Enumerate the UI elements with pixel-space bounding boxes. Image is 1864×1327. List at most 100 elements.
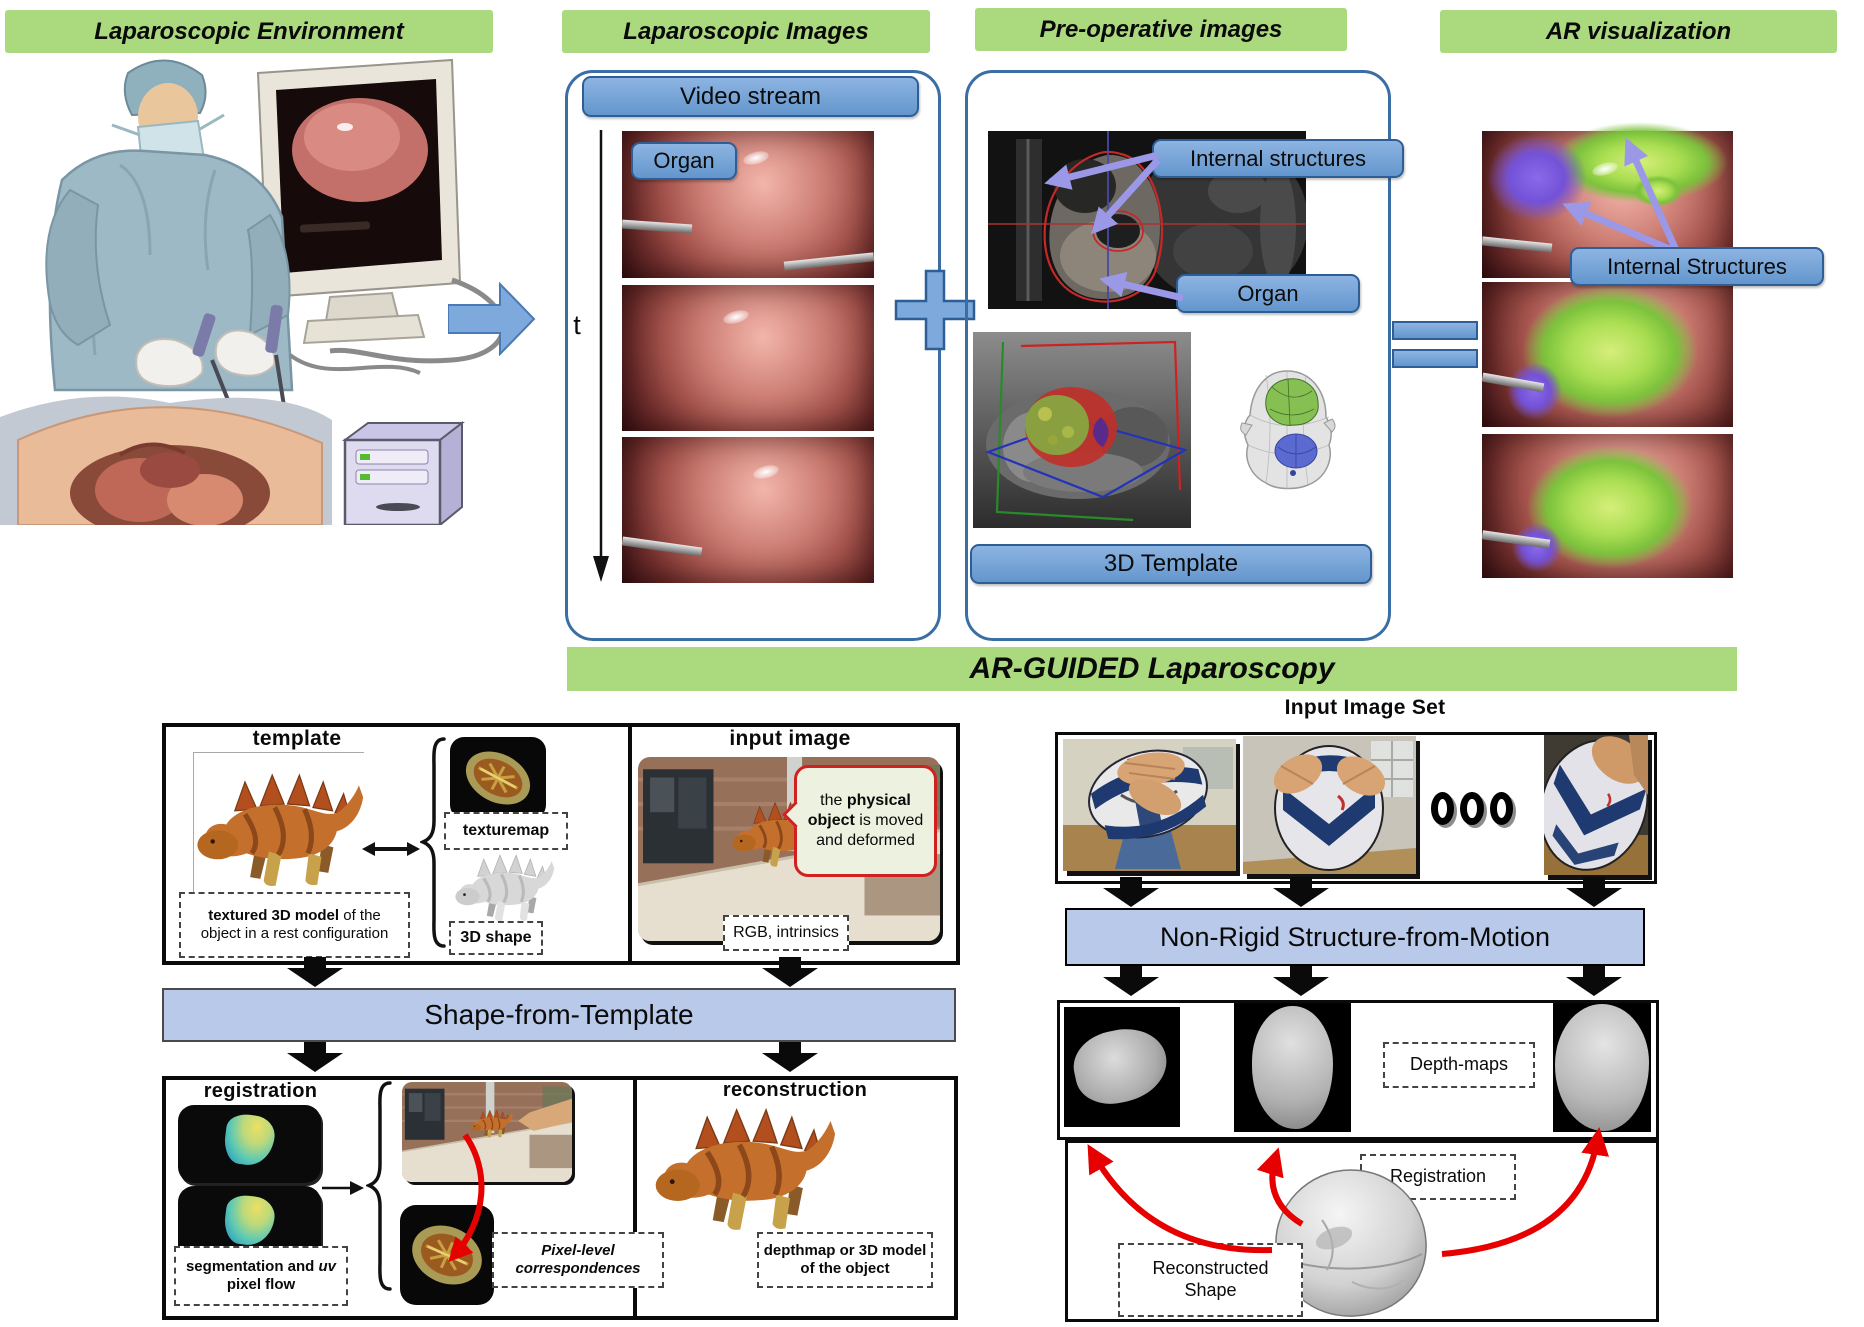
depth-maps-label-text: Depth-maps [1409,1054,1509,1075]
shape-3d-image [453,853,556,923]
nrsfm-banner-text: Non-Rigid Structure-from-Motion [1159,921,1551,952]
textured-model-note-bold: textured 3D model [208,907,340,924]
plus-operator-icon [894,269,976,351]
texturemap-label-text: texturemap [462,822,550,840]
template-3d-label-text: 3D Template [1103,550,1239,577]
depth-map-1 [1064,1007,1180,1127]
time-axis-label: t [566,310,588,341]
segmentation-note: segmentation and uv pixel flow [174,1246,348,1306]
registration-photo [402,1082,572,1182]
textured-model-note-rest: of the object in a rest configuration [200,907,389,942]
shape-from-template-banner-text: Shape-from-Template [424,999,694,1030]
video-stream-panel [565,70,941,641]
speech-bubble-post: is moved and deformed [816,812,924,849]
speech-bubble-bold: physical object [807,792,911,829]
speech-bubble: the physical object is moved and deforme… [794,765,937,877]
time-axis-arrow-icon [593,130,609,582]
ball-image-2 [1243,736,1416,874]
input-image-set-title-text: Input Image Set [1284,696,1446,719]
textured-model-note: textured 3D model of the object in a res… [179,892,410,958]
header-laparoscopic-environment: Laparoscopic Environment [5,10,493,53]
internal-structures-label-preop-text: Internal structures [1189,145,1367,171]
nrsfm-banner: Non-Rigid Structure-from-Motion [1065,908,1645,966]
input-image-set-title: Input Image Set [1245,695,1485,721]
brace-icon [366,1081,392,1291]
template-3d-label: 3D Template [970,544,1372,584]
down-arrow-icon [1273,966,1329,996]
speech-bubble-text: the physical object is moved and deforme… [799,791,932,851]
organ-label-preop: Organ [1176,274,1360,313]
ar-frame-2 [1481,282,1733,427]
video-stream-label-text: Video stream [680,82,821,110]
registration-texturemap-image [400,1205,494,1305]
header-laparoscopic-environment-label: Laparoscopic Environment [94,17,404,45]
down-arrow-icon [287,957,343,987]
input-image-title: input image [695,726,885,752]
reconstructed-shape-label-text: Reconstructed Shape [1152,1258,1269,1300]
down-arrow-icon [1103,966,1159,996]
ball-image-3 [1544,735,1648,875]
texturemap-image [450,737,546,819]
organ-label-video: Organ [631,142,737,180]
depth-map-2 [1234,1003,1351,1132]
down-arrow-icon [1273,877,1329,907]
reconstruction-title-text: reconstruction [722,1078,868,1101]
brace-icon [420,737,446,948]
segmentation-image-1 [178,1105,321,1183]
reconstruction-title: reconstruction [700,1078,890,1102]
header-ar-visualization-label: AR visualization [1545,17,1732,45]
depth-map-3 [1553,1003,1651,1132]
input-image-title-text: input image [729,727,851,750]
down-arrow-icon [762,1042,818,1072]
laparoscopic-environment-illustration [0,58,506,525]
laparoscopic-frame-3 [621,437,874,583]
texturemap-label: texturemap [444,812,568,850]
internal-structures-label-ar: Internal Structures [1570,247,1824,286]
equals-operator-icon [1392,321,1478,340]
right-arrow-icon [322,1181,364,1195]
depth-maps-label: Depth-maps [1383,1042,1535,1088]
mesh-template-image [1240,370,1336,490]
internal-structures-label-ar-text: Internal Structures [1607,253,1787,279]
down-arrow-icon [1566,877,1622,907]
ar-guided-banner: AR-GUIDED Laparoscopy [567,647,1737,691]
textured-model-note-text: textured 3D model of the object in a res… [187,907,402,943]
ar-guided-banner-text: AR-GUIDED Laparoscopy [969,652,1335,685]
equals-operator-icon [1392,349,1478,368]
down-arrow-icon [287,1042,343,1072]
header-preoperative-images: Pre-operative images [975,8,1347,51]
segmentation-note-pre: segmentation and [185,1258,319,1275]
down-arrow-icon [1566,966,1622,996]
shape-3d-label-text: 3D shape [460,929,532,947]
organ-label-video-text: Organ [653,148,715,173]
header-laparoscopic-images: Laparoscopic Images [562,10,930,53]
pixel-level-label-text: Pixel-level correspondences [515,1242,641,1277]
template-stegosaurus-image [193,752,364,901]
speech-bubble-pre: the [820,792,847,809]
header-laparoscopic-images-label: Laparoscopic Images [623,17,869,45]
segmentation-note-uv: uv [318,1258,337,1275]
depthmap-note: depthmap or 3D model of the object [757,1232,933,1288]
ball-image-1 [1063,739,1236,871]
organ-label-preop-text: Organ [1237,280,1299,306]
time-axis-label-text: t [573,310,581,340]
segmentation-note-post: pixel flow [226,1276,296,1293]
segmentation-note-text: segmentation and uv pixel flow [176,1258,346,1294]
down-arrow-icon [762,957,818,987]
double-arrow-icon [362,842,420,856]
registration-title-text: registration [203,1079,318,1102]
laparoscopic-frame-2 [622,285,874,431]
header-preoperative-images-label: Pre-operative images [1039,15,1283,43]
header-ar-visualization: AR visualization [1440,10,1837,53]
preoperative-panel [965,70,1391,641]
reconstruction-stegosaurus-image [643,1097,845,1235]
internal-structures-label-preop: Internal structures [1152,139,1404,178]
ar-frame-3 [1481,434,1733,578]
registration-title: registration [178,1079,343,1103]
pixel-level-label: Pixel-level correspondences [492,1232,664,1288]
down-arrow-icon [1103,877,1159,907]
depthmap-note-text: depthmap or 3D model of the object [763,1242,927,1277]
shape-from-template-banner: Shape-from-Template [162,988,956,1042]
volume-3d-image [973,332,1191,528]
rgb-intrinsics-label: RGB, intrinsics [723,915,849,951]
